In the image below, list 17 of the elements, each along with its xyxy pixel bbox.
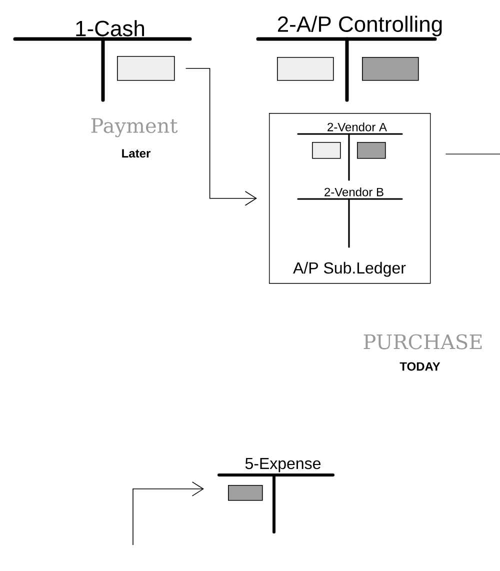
entry-box bbox=[228, 485, 263, 501]
entry-box bbox=[117, 56, 175, 81]
entry-box bbox=[312, 142, 341, 159]
t-account: 1-Cash bbox=[13, 20, 192, 102]
t-account: 5-Expense bbox=[218, 458, 334, 534]
entry-box bbox=[357, 142, 386, 159]
connector-arrow bbox=[185, 68, 257, 206]
t-account: 2-Vendor B bbox=[297, 188, 403, 248]
caption-word: TODAY bbox=[400, 362, 440, 371]
entry-box bbox=[362, 57, 419, 81]
t-account: 2-Vendor A bbox=[297, 122, 403, 181]
t-account: 2-A/P Controlling bbox=[256, 16, 442, 102]
entry-box bbox=[277, 57, 334, 81]
caption-word: Later bbox=[122, 149, 150, 158]
connector-arrow bbox=[132, 482, 204, 546]
caption-word: PURCHASE bbox=[364, 334, 482, 350]
caption-word: Payment bbox=[91, 118, 178, 138]
